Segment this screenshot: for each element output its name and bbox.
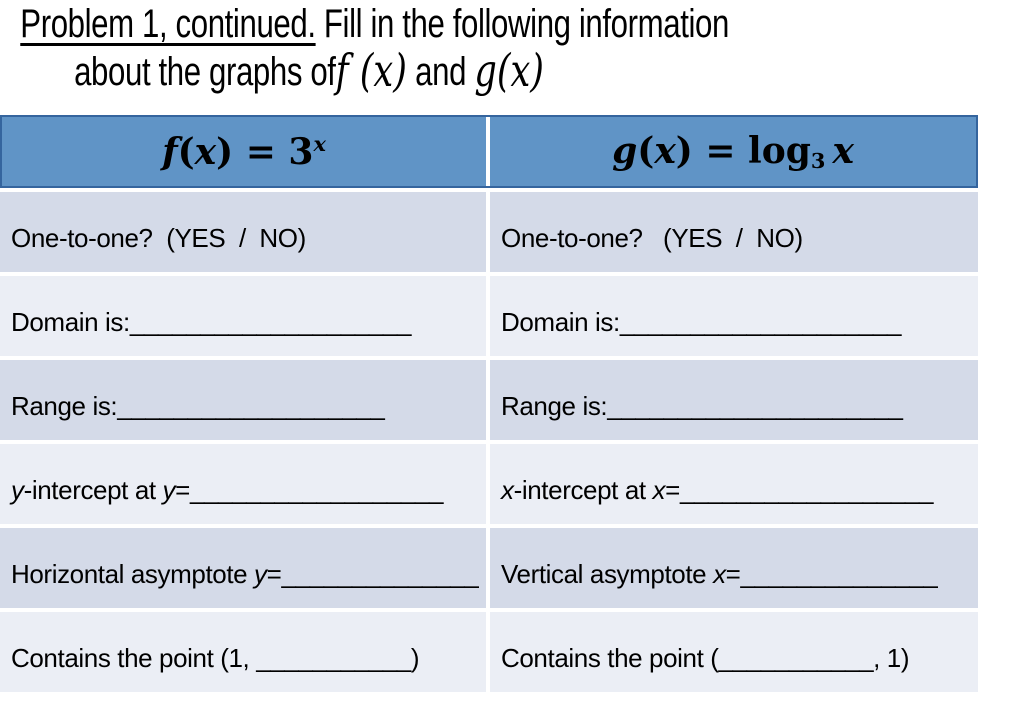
cell-text: Range is: xyxy=(501,390,608,421)
formula-exponent: x xyxy=(313,130,326,156)
fill-blank: ___________ xyxy=(256,642,411,673)
cell-text: Contains the point (1, xyxy=(11,642,257,673)
cell-text: = xyxy=(175,474,190,505)
cell-text: One-to-one? (YES / NO) xyxy=(11,222,306,253)
cell-text: Vertical asymptote xyxy=(501,558,714,589)
cell-text-italic: y xyxy=(11,474,24,505)
cell-text: = xyxy=(725,558,741,589)
cell-horizontal-asymptote-f: Horizontal asymptote y=______________ xyxy=(0,528,486,608)
formula-var: x xyxy=(654,129,676,172)
fill-blank: ______________ xyxy=(281,558,479,589)
cell-text: Domain is: xyxy=(11,306,130,337)
title-line-2: about the graphs off (x) and g(x) xyxy=(0,47,1024,95)
cell-text: = xyxy=(665,474,680,505)
fill-blank: _____________________ xyxy=(607,390,903,421)
cell-range-g: Range is:_____________________ xyxy=(490,360,978,440)
g-of-x-math: g(x) xyxy=(474,44,545,97)
fill-blank: ___________ xyxy=(718,642,874,673)
cell-range-f: Range is:___________________ xyxy=(0,360,486,440)
formula-arg: x xyxy=(832,129,854,172)
formula-g: g xyxy=(612,129,638,172)
formula-paren: ( xyxy=(637,129,655,172)
fill-blank: __________________ xyxy=(679,474,934,505)
f-of-x-math: f (x) xyxy=(335,44,407,97)
table-header-f: f(x) = 3x xyxy=(2,117,486,186)
cell-one-to-one-f: One-to-one? (YES / NO) xyxy=(0,192,486,272)
title-line2-text: about the graphs of xyxy=(74,50,336,94)
title-line-1: Problem 1, continued. Fill in the follow… xyxy=(0,0,1024,47)
cell-one-to-one-g: One-to-one? (YES / NO) xyxy=(490,192,978,272)
formula-eq: ) = log xyxy=(675,129,811,172)
cell-text: , 1) xyxy=(873,642,910,673)
cell-text: -intercept at xyxy=(513,474,653,505)
cell-text: = xyxy=(266,558,282,589)
formula-var: x xyxy=(194,130,217,173)
cell-y-intercept-f: y-intercept at y=__________________ xyxy=(0,444,486,524)
cell-text-italic: x xyxy=(501,474,514,505)
cell-text: Domain is: xyxy=(501,306,620,337)
cell-contains-point-f: Contains the point (1, ___________) xyxy=(0,612,486,692)
page-title: Problem 1, continued. Fill in the follow… xyxy=(0,0,1024,95)
title-and-text: and xyxy=(406,50,475,94)
fill-blank: ___________________ xyxy=(117,390,385,421)
cell-vertical-asymptote-g: Vertical asymptote x=______________ xyxy=(490,528,978,608)
formula-f: f xyxy=(162,130,178,173)
cell-text: ) xyxy=(410,642,420,673)
cell-x-intercept-g: x-intercept at x=__________________ xyxy=(490,444,978,524)
cell-text: Contains the point ( xyxy=(501,642,719,673)
cell-text-italic: x xyxy=(713,558,726,589)
cell-text: Horizontal asymptote xyxy=(11,558,255,589)
cell-text-italic: x xyxy=(652,474,666,505)
title-rest-text: Fill in the following information xyxy=(315,2,729,46)
fill-blank: __________________ xyxy=(189,474,444,505)
cell-text: -intercept at xyxy=(23,474,163,505)
formula-eq: ) = 3 xyxy=(216,130,314,173)
cell-domain-f: Domain is:____________________ xyxy=(0,276,486,356)
formula-log-base: 3 xyxy=(810,148,826,174)
cell-text-italic: y xyxy=(254,558,267,589)
fill-blank: ____________________ xyxy=(619,306,902,337)
cell-contains-point-g: Contains the point (___________, 1) xyxy=(490,612,978,692)
cell-text: One-to-one? (YES / NO) xyxy=(501,222,803,253)
title-underlined-text: Problem 1, continued. xyxy=(20,2,316,46)
formula-paren: ( xyxy=(177,130,195,173)
f-formula: f(x) = 3x xyxy=(162,131,326,173)
cell-text-italic: y xyxy=(162,474,176,505)
cell-text: Range is: xyxy=(11,390,118,421)
cell-domain-g: Domain is:____________________ xyxy=(490,276,978,356)
fill-blank: ______________ xyxy=(740,558,938,589)
table-body: One-to-one? (YES / NO) One-to-one? (YES … xyxy=(0,192,978,692)
fill-blank: ____________________ xyxy=(129,306,412,337)
